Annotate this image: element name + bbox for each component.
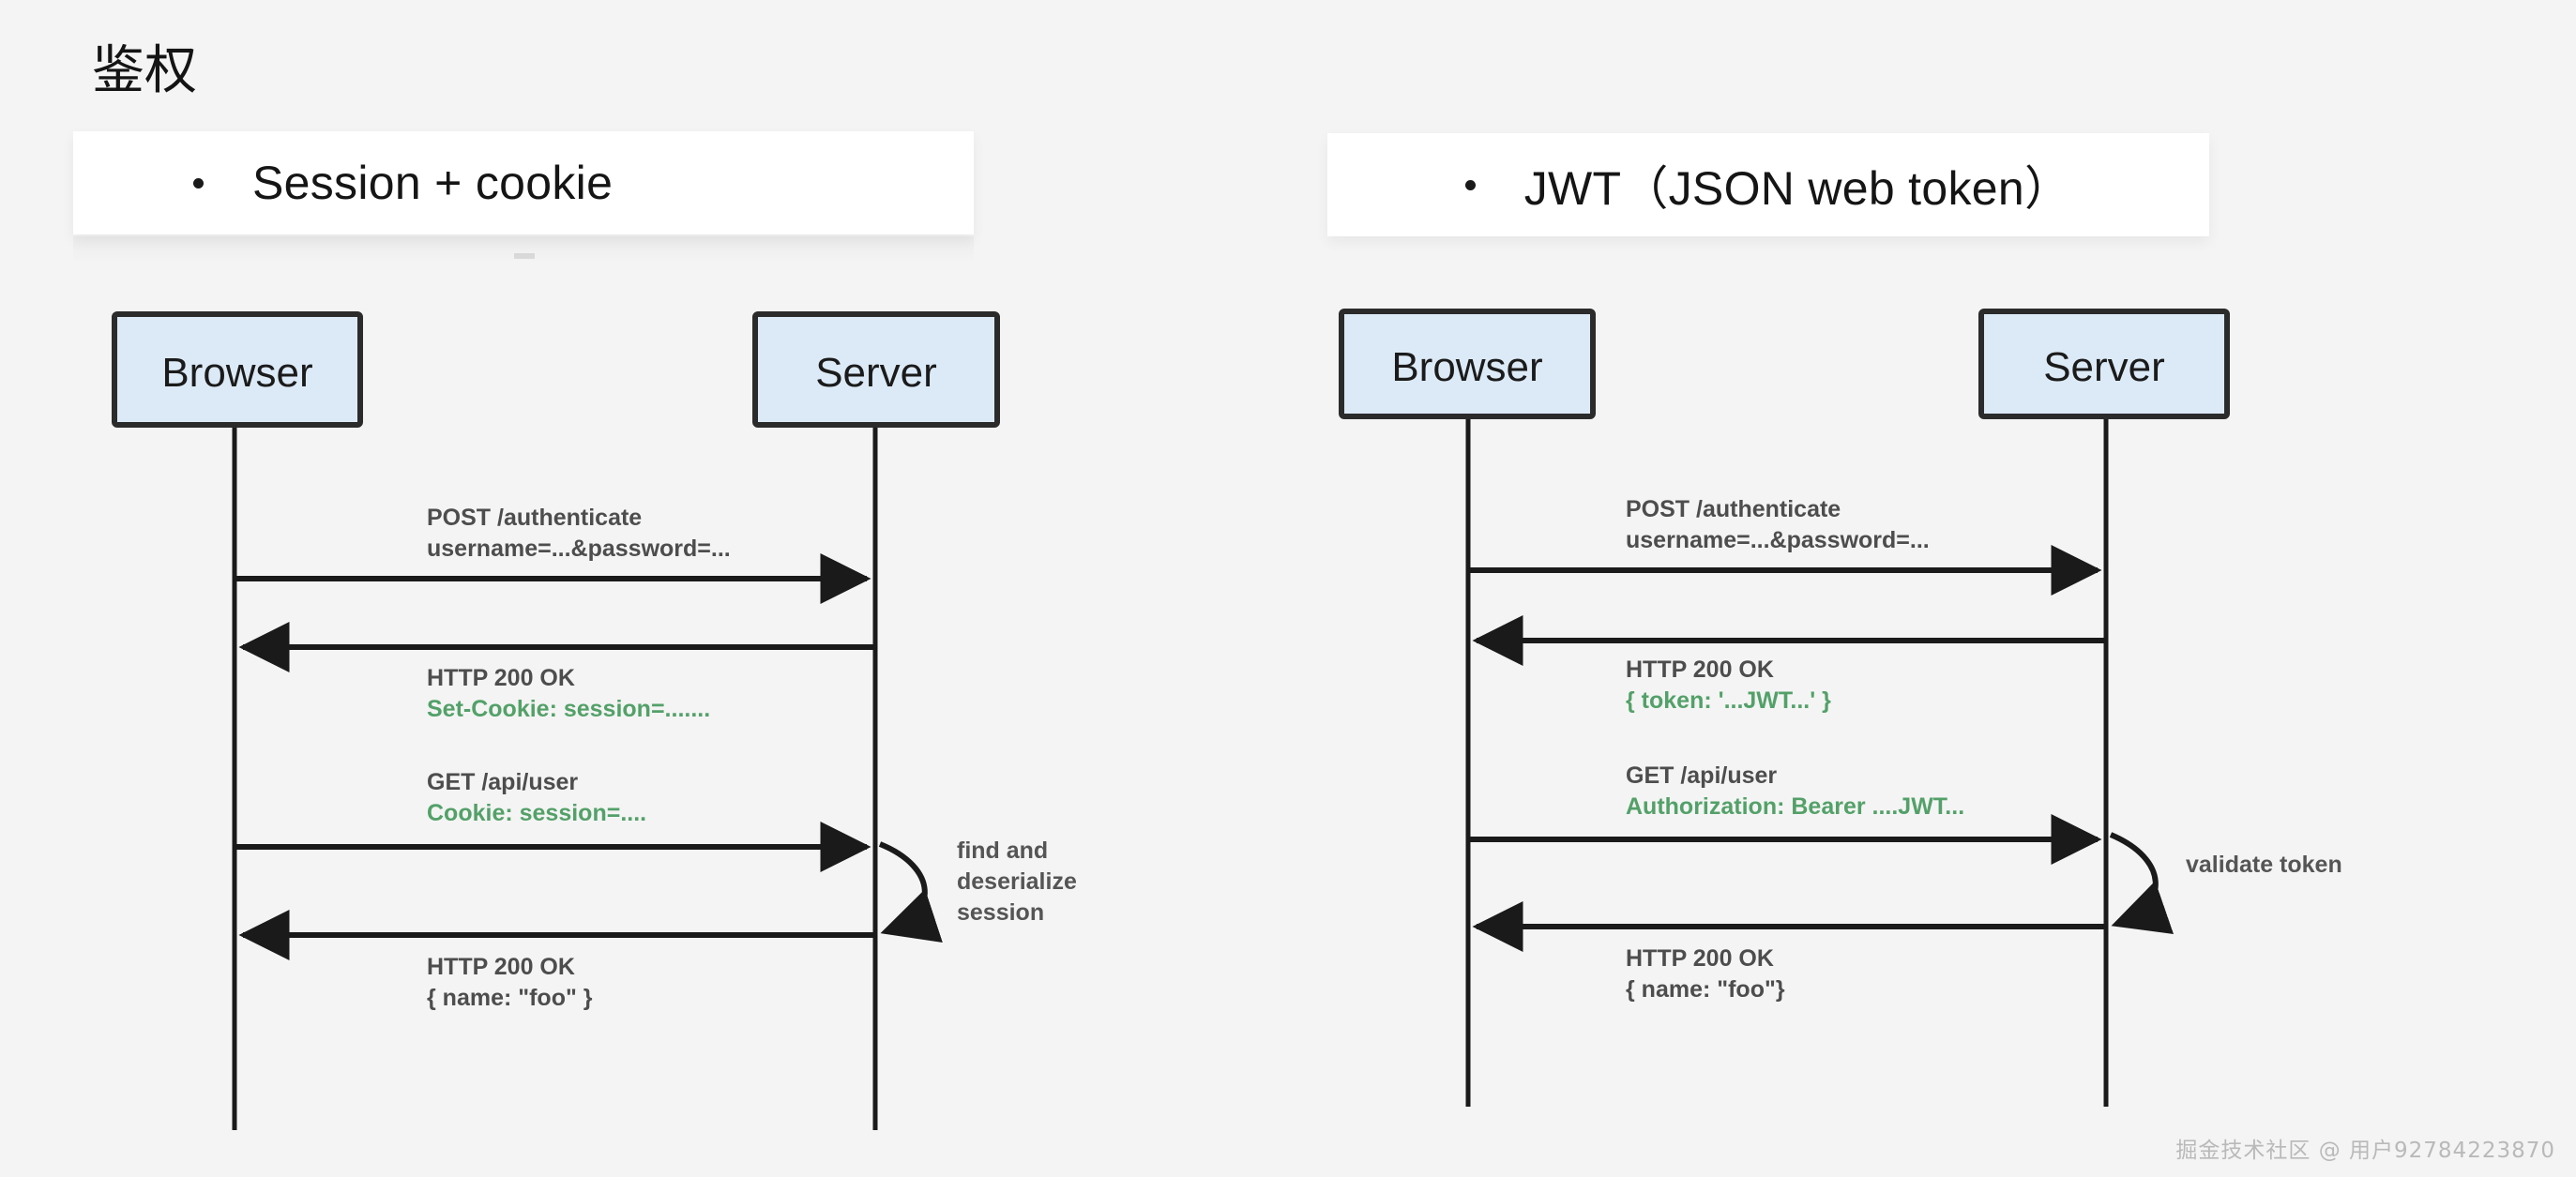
message-label-4-line-1: HTTP 200 OK	[427, 954, 575, 980]
message-label-2-line-2: Set-Cookie: session=.......	[427, 696, 710, 722]
lane-box-browser	[112, 311, 363, 428]
lane-label-browser: Browser	[161, 350, 312, 396]
bullet-dot-icon	[1464, 179, 1476, 190]
lane-label-browser: Browser	[1391, 344, 1542, 390]
page-title: 鉴权	[92, 40, 197, 101]
message-label-2-line-1: HTTP 200 OK	[427, 665, 575, 691]
bullet-row: JWT（JSON web token）	[1327, 133, 2209, 236]
partial-bullet-mark	[514, 253, 535, 259]
message-label-3-line-2: Authorization: Bearer ....JWT...	[1626, 793, 1964, 820]
message-label-4-line-2: { name: "foo"}	[1626, 976, 1785, 1003]
message-label-2-line-1: HTTP 200 OK	[1626, 656, 1774, 683]
sequence-diagram-jwt: Browser Server POST /authenticate userna…	[1313, 300, 2576, 1177]
message-label-4-line-2: { name: "foo" }	[427, 985, 593, 1011]
lane-box-server	[752, 311, 1000, 428]
slide-bullet-label-left: Session + cookie	[252, 157, 614, 209]
message-label-3-line-1: GET /api/user	[427, 769, 578, 795]
bullet-row: Session + cookie	[73, 131, 974, 234]
slide-card-shadow-band	[73, 236, 974, 263]
lane-box-browser	[1339, 309, 1596, 419]
message-label-1-line-1: POST /authenticate	[427, 505, 642, 531]
message-label-3-line-1: GET /api/user	[1626, 762, 1777, 789]
self-loop-arc-server	[878, 841, 943, 943]
slide-card-session-cookie[interactable]: Session + cookie	[73, 131, 974, 234]
lane-label-server: Server	[815, 350, 937, 396]
slide-card-jwt[interactable]: JWT（JSON web token）	[1327, 133, 2209, 236]
message-label-4-line-1: HTTP 200 OK	[1626, 945, 1774, 972]
message-label-1-line-2: username=...&password=...	[1626, 527, 1930, 553]
self-note-line-2: deserialize	[957, 868, 1077, 895]
message-label-2-line-2: { token: '...JWT...' }	[1626, 687, 1831, 714]
self-loop-arc-server	[2109, 832, 2174, 934]
watermark: 掘金技术社区 @ 用户92784223870	[2175, 1139, 2555, 1163]
sequence-diagram-session-cookie: Browser Server POST /authenticate userna…	[0, 300, 1126, 1177]
slide-bullet-label-right: JWT（JSON web token）	[1523, 162, 2072, 215]
bullet-dot-icon	[193, 177, 204, 189]
message-label-1-line-2: username=...&password=...	[427, 536, 731, 562]
message-label-1-line-1: POST /authenticate	[1626, 496, 1841, 522]
self-note-line-3: session	[957, 899, 1044, 926]
message-label-3-line-2: Cookie: session=....	[427, 800, 646, 826]
self-note-line-1: find and	[957, 837, 1048, 864]
lane-label-server: Server	[2043, 344, 2165, 390]
self-note-line-1: validate token	[2186, 852, 2342, 878]
lane-box-server	[1978, 309, 2230, 419]
